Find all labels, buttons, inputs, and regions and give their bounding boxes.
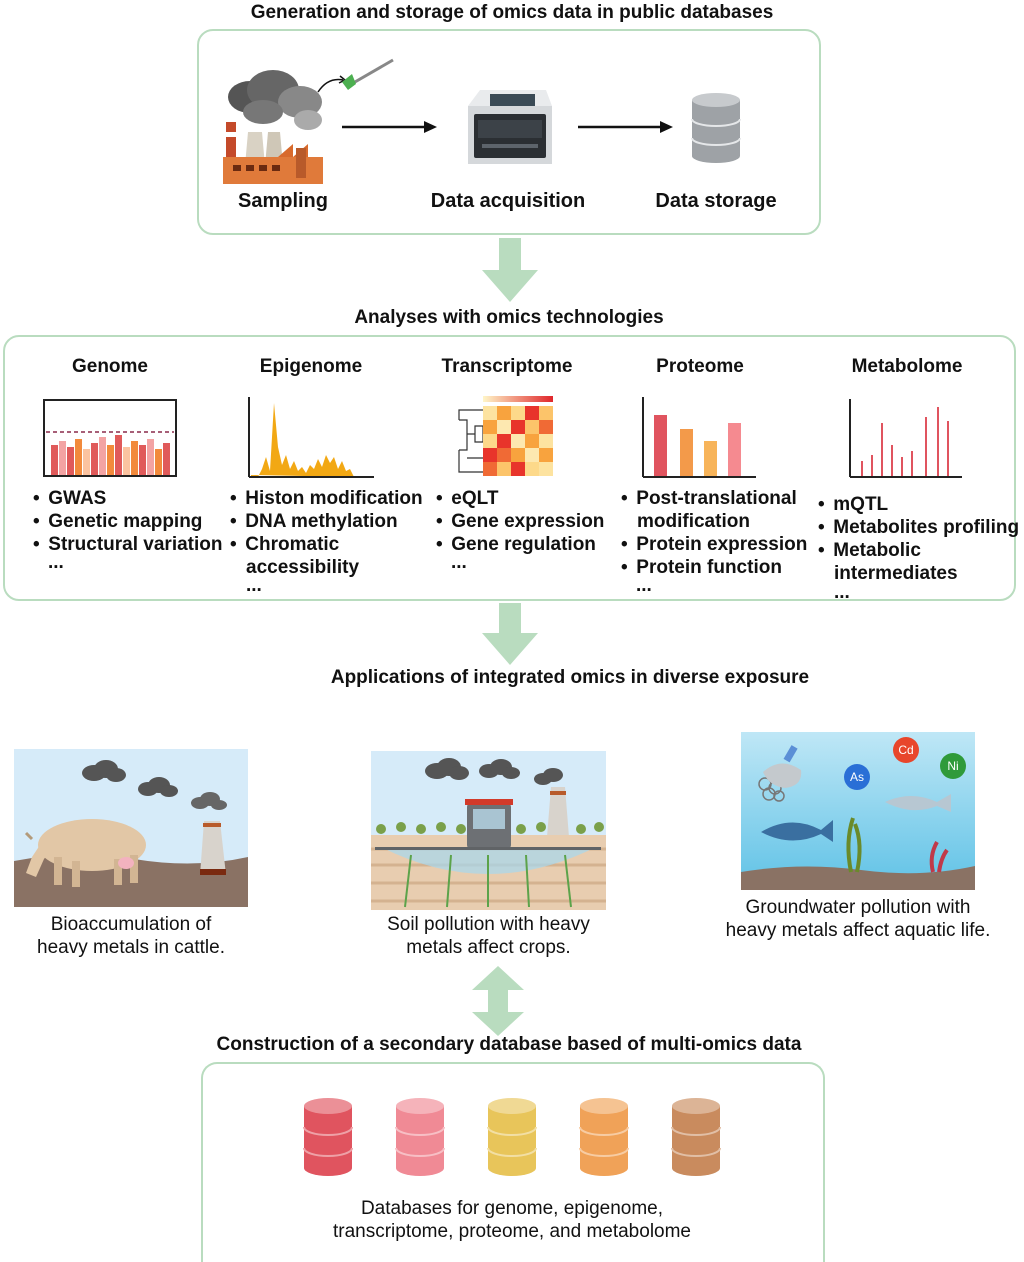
sampling-label: Sampling bbox=[237, 190, 328, 212]
list-item: • GWAS bbox=[33, 488, 107, 509]
database-cylinder-icon bbox=[303, 1098, 353, 1176]
aquatic-caption: Groundwater pollution with heavy metals … bbox=[725, 897, 991, 941]
ni-element-badge: Ni bbox=[940, 753, 966, 779]
list-item: accessibility bbox=[246, 557, 360, 578]
list-item: intermediates bbox=[834, 563, 958, 584]
list-item: • Protein function bbox=[621, 557, 782, 578]
generation-heading: Generation and storage of omics data in … bbox=[250, 2, 774, 23]
list-item: • DNA methylation bbox=[230, 511, 398, 532]
list-item: • Gene regulation bbox=[436, 534, 596, 555]
metabolome-list: • mQTL • Metabolites profiling • Metabol… bbox=[818, 493, 1019, 585]
list-item: • Metabolites profiling bbox=[818, 517, 1020, 538]
database-icon bbox=[691, 93, 741, 163]
list-item: • Post-translational bbox=[621, 488, 797, 509]
heatmap-icon bbox=[458, 396, 553, 476]
aquatic-scene bbox=[741, 732, 975, 890]
epigenome-title: Epigenome bbox=[259, 356, 363, 377]
proteome-more: ... bbox=[636, 575, 652, 596]
arrow-to-acquisition bbox=[342, 121, 437, 133]
analyses-heading: Analyses with omics technologies bbox=[354, 307, 664, 328]
methylation-peaks-icon bbox=[248, 397, 374, 478]
factory-icon bbox=[223, 58, 394, 184]
transcriptome-title: Transcriptome bbox=[441, 356, 573, 377]
manhattan-plot-icon bbox=[43, 399, 177, 477]
flow-arrow-down-1 bbox=[482, 238, 538, 302]
proteome-list: • Post-translational modification • Prot… bbox=[621, 487, 807, 579]
storage-label: Data storage bbox=[655, 190, 777, 212]
transcriptome-list: • eQLT • Gene expression • Gene regulati… bbox=[436, 487, 604, 556]
genome-list: • GWAS • Genetic mapping • Structural va… bbox=[33, 487, 223, 556]
list-item: modification bbox=[637, 511, 750, 532]
cattle-caption: Bioaccumulation of heavy metals in cattl… bbox=[37, 914, 225, 958]
spectrum-icon bbox=[849, 399, 962, 478]
applications-heading: Applications of integrated omics in dive… bbox=[330, 667, 810, 688]
crops-scene bbox=[371, 751, 606, 910]
list-item: • Chromatic bbox=[230, 534, 340, 555]
metabolome-title: Metabolome bbox=[851, 356, 963, 377]
genome-more: ... bbox=[48, 552, 64, 573]
database-cylinder-icon bbox=[487, 1098, 537, 1176]
acquisition-label: Data acquisition bbox=[430, 190, 586, 212]
database-caption: Databases for genome, epigenome, transcr… bbox=[332, 1198, 691, 1242]
arrow-to-storage bbox=[578, 121, 673, 133]
sequencer-icon bbox=[468, 90, 552, 164]
database-cylinder-icon bbox=[579, 1098, 629, 1176]
flow-arrow-double bbox=[472, 966, 524, 1036]
as-element-badge: As bbox=[844, 764, 870, 790]
genome-title: Genome bbox=[71, 356, 149, 377]
protein-bars-icon bbox=[642, 397, 756, 478]
database-stack bbox=[303, 1098, 721, 1176]
list-item: • Metabolic bbox=[818, 540, 921, 561]
list-item: • Protein expression bbox=[621, 534, 808, 555]
proteome-title: Proteome bbox=[656, 356, 744, 377]
list-item: • Gene expression bbox=[436, 511, 605, 532]
flow-arrow-down-2 bbox=[482, 603, 538, 665]
database-cylinder-icon bbox=[671, 1098, 721, 1176]
list-item: • Genetic mapping bbox=[33, 511, 203, 532]
database-cylinder-icon bbox=[395, 1098, 445, 1176]
transcriptome-more: ... bbox=[451, 552, 467, 573]
list-item: • eQLT bbox=[436, 488, 499, 509]
list-item: • Structural variation bbox=[33, 534, 223, 555]
epigenome-list: • Histon modification • DNA methylation … bbox=[230, 487, 423, 579]
cd-element-badge: Cd bbox=[893, 737, 919, 763]
crops-caption: Soil pollution with heavy metals affect … bbox=[387, 914, 590, 958]
cattle-scene bbox=[14, 749, 248, 907]
epigenome-more: ... bbox=[246, 575, 262, 596]
metabolome-more: ... bbox=[834, 582, 850, 603]
list-item: • mQTL bbox=[818, 494, 889, 515]
construction-heading: Construction of a secondary database bas… bbox=[216, 1034, 802, 1055]
list-item: • Histon modification bbox=[230, 488, 423, 509]
